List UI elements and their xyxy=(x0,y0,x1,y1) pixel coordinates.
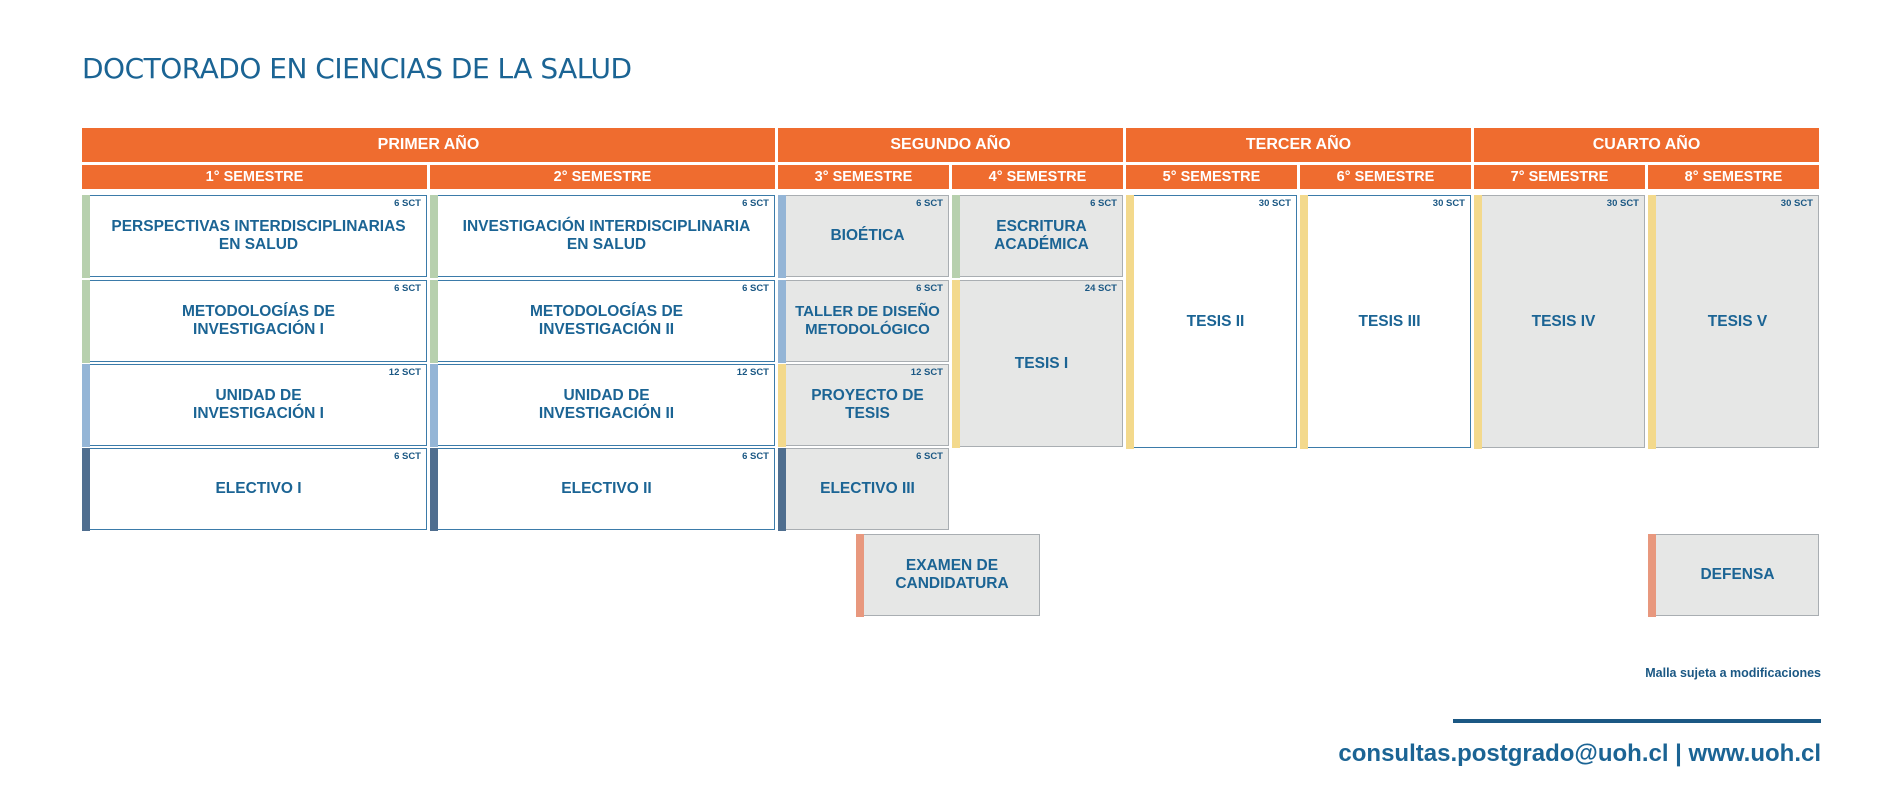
course-category-bar xyxy=(777,447,786,531)
course-credits: 6 SCT xyxy=(1090,198,1117,209)
course-card: 6 SCT METODOLOGÍAS DE INVESTIGACIÓN II xyxy=(429,279,775,363)
milestone-category-bar xyxy=(1647,533,1656,617)
course-credits: 30 SCT xyxy=(1258,198,1291,209)
semester-header-2: 2° SEMESTRE xyxy=(430,165,775,189)
course-name: BIOÉTICA xyxy=(830,227,905,244)
course-name: PERSPECTIVAS INTERDISCIPLINARIAS EN SALU… xyxy=(111,218,406,253)
milestone-category-bar xyxy=(855,533,864,617)
course-credits: 12 SCT xyxy=(388,367,421,378)
course-card: 6 SCT TALLER DE DISEÑO METODOLÓGICO xyxy=(777,279,949,363)
course-category-bar xyxy=(1299,194,1308,449)
year-header-1: PRIMER AÑO xyxy=(82,128,775,162)
course-credits: 6 SCT xyxy=(394,283,421,294)
semester-header-1: 1° SEMESTRE xyxy=(82,165,427,189)
course-name: UNIDAD DE INVESTIGACIÓN II xyxy=(538,387,675,422)
course-category-bar xyxy=(81,447,90,531)
course-category-bar xyxy=(777,279,786,363)
course-category-bar xyxy=(1473,194,1482,449)
course-category-bar xyxy=(81,194,90,278)
milestone-name: EXAMEN DE CANDIDATURA xyxy=(895,557,1009,592)
semester-header-6: 6° SEMESTRE xyxy=(1300,165,1471,189)
course-category-bar xyxy=(951,194,960,278)
contact-info: consultas.postgrado@uoh.cl | www.uoh.cl xyxy=(1338,740,1821,767)
semester-header-8: 8° SEMESTRE xyxy=(1648,165,1819,189)
milestone-card: EXAMEN DE CANDIDATURA xyxy=(855,533,1040,617)
course-credits: 12 SCT xyxy=(910,367,943,378)
course-name: ELECTIVO II xyxy=(561,480,652,497)
course-card: 12 SCT UNIDAD DE INVESTIGACIÓN II xyxy=(429,363,775,447)
course-credits: 30 SCT xyxy=(1780,198,1813,209)
course-category-bar xyxy=(777,194,786,278)
course-credits: 6 SCT xyxy=(742,451,769,462)
course-card: 6 SCT METODOLOGÍAS DE INVESTIGACIÓN I xyxy=(81,279,427,363)
course-name: TESIS III xyxy=(1358,312,1421,330)
course-card: 6 SCT INVESTIGACIÓN INTERDISCIPLINARIA E… xyxy=(429,194,775,278)
course-card: 6 SCT ELECTIVO III xyxy=(777,447,949,531)
course-name: TALLER DE DISEÑO METODOLÓGICO xyxy=(795,303,940,338)
course-card: 6 SCT PERSPECTIVAS INTERDISCIPLINARIAS E… xyxy=(81,194,427,278)
footer-divider xyxy=(1453,719,1821,723)
year-header-4: CUARTO AÑO xyxy=(1474,128,1819,162)
course-name: PROYECTO DE TESIS xyxy=(811,387,924,422)
course-name: ELECTIVO I xyxy=(215,480,302,497)
course-name: METODOLOGÍAS DE INVESTIGACIÓN I xyxy=(181,303,335,338)
course-category-bar xyxy=(777,363,786,447)
course-name: UNIDAD DE INVESTIGACIÓN I xyxy=(193,387,324,422)
course-credits: 6 SCT xyxy=(916,198,943,209)
semester-header-7: 7° SEMESTRE xyxy=(1474,165,1645,189)
course-credits: 6 SCT xyxy=(916,451,943,462)
course-name: ELECTIVO III xyxy=(820,480,915,497)
course-category-bar xyxy=(1125,194,1134,449)
course-name: INVESTIGACIÓN INTERDISCIPLINARIA EN SALU… xyxy=(462,218,751,253)
semester-header-4: 4° SEMESTRE xyxy=(952,165,1123,189)
semester-header-5: 5° SEMESTRE xyxy=(1126,165,1297,189)
course-category-bar xyxy=(429,279,438,363)
disclaimer-note: Malla sujeta a modificaciones xyxy=(1645,666,1821,680)
course-card: 30 SCT TESIS III xyxy=(1299,194,1471,449)
course-name: METODOLOGÍAS DE INVESTIGACIÓN II xyxy=(529,303,683,338)
course-card: 24 SCT TESIS I xyxy=(951,279,1123,448)
course-card: 6 SCT BIOÉTICA xyxy=(777,194,949,278)
course-name: TESIS I xyxy=(1014,354,1069,372)
course-credits: 6 SCT xyxy=(394,198,421,209)
milestone-name: DEFENSA xyxy=(1700,566,1775,583)
course-card: 12 SCT UNIDAD DE INVESTIGACIÓN I xyxy=(81,363,427,447)
course-category-bar xyxy=(1647,194,1656,449)
course-credits: 30 SCT xyxy=(1432,198,1465,209)
course-card: 30 SCT TESIS IV xyxy=(1473,194,1645,449)
course-card: 30 SCT TESIS V xyxy=(1647,194,1819,449)
course-credits: 12 SCT xyxy=(736,367,769,378)
course-card: 6 SCT ELECTIVO II xyxy=(429,447,775,531)
course-card: 12 SCT PROYECTO DE TESIS xyxy=(777,363,949,447)
year-header-3: TERCER AÑO xyxy=(1126,128,1471,162)
course-credits: 6 SCT xyxy=(742,198,769,209)
course-credits: 30 SCT xyxy=(1606,198,1639,209)
page-title: DOCTORADO EN CIENCIAS DE LA SALUD xyxy=(82,52,632,85)
course-card: 6 SCT ESCRITURA ACADÉMICA xyxy=(951,194,1123,278)
course-category-bar xyxy=(429,447,438,531)
course-category-bar xyxy=(81,279,90,363)
semester-header-3: 3° SEMESTRE xyxy=(778,165,949,189)
milestone-card: DEFENSA xyxy=(1647,533,1819,617)
course-name: ESCRITURA ACADÉMICA xyxy=(994,218,1089,253)
course-card: 6 SCT ELECTIVO I xyxy=(81,447,427,531)
course-category-bar xyxy=(429,363,438,447)
course-name: TESIS V xyxy=(1707,312,1768,330)
course-name: TESIS II xyxy=(1186,312,1245,330)
course-category-bar xyxy=(429,194,438,278)
year-header-2: SEGUNDO AÑO xyxy=(778,128,1123,162)
course-credits: 6 SCT xyxy=(916,283,943,294)
course-category-bar xyxy=(81,363,90,447)
course-card: 30 SCT TESIS II xyxy=(1125,194,1297,449)
course-credits: 6 SCT xyxy=(742,283,769,294)
course-category-bar xyxy=(951,279,960,448)
course-name: TESIS IV xyxy=(1531,312,1596,330)
course-credits: 6 SCT xyxy=(394,451,421,462)
course-credits: 24 SCT xyxy=(1084,283,1117,294)
